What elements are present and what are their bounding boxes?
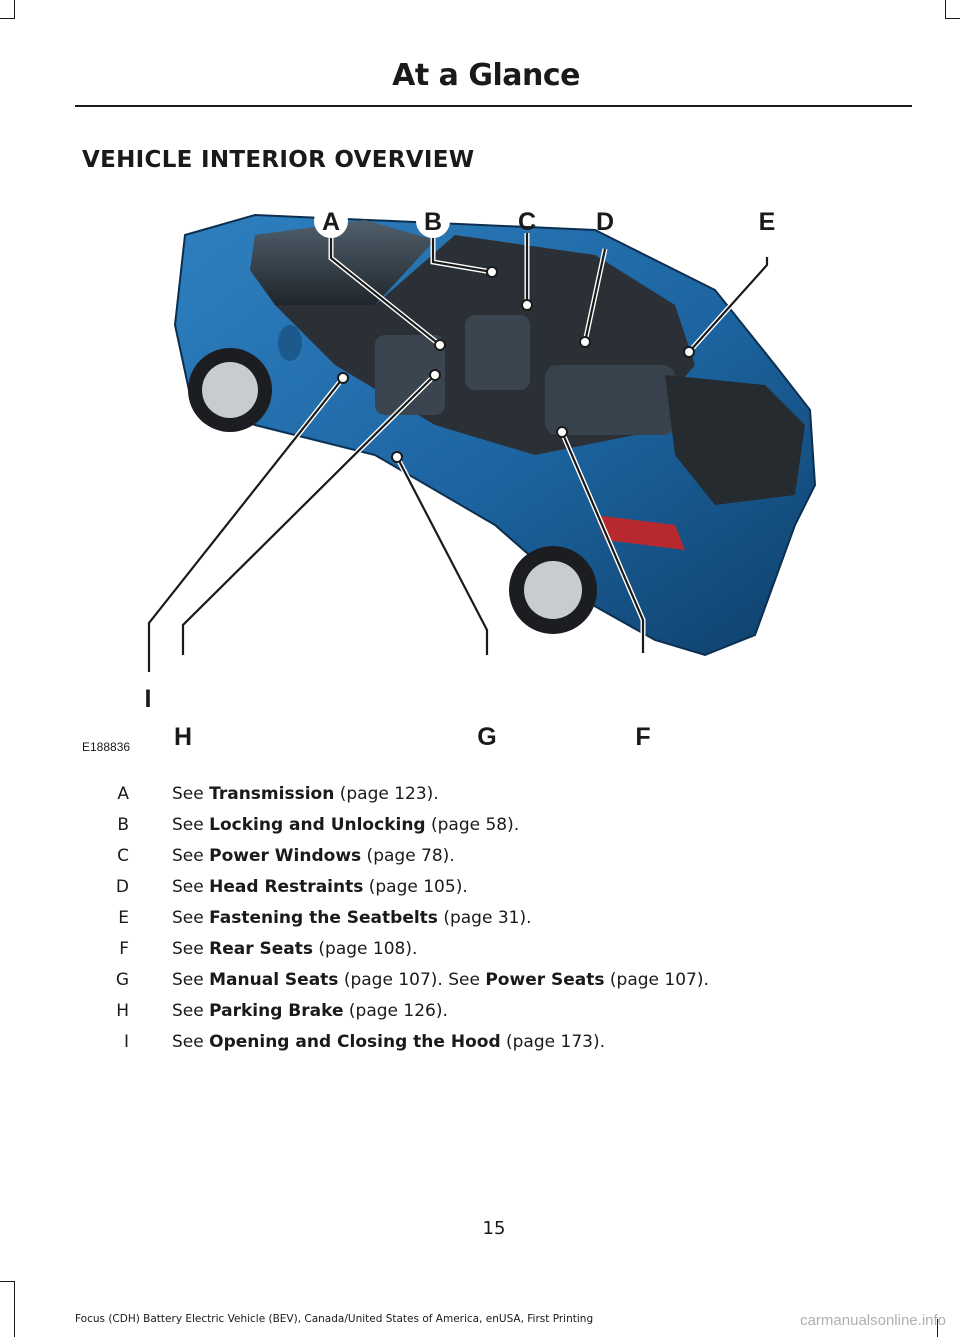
legend-link[interactable]: Rear Seats: [209, 939, 314, 959]
cargo-area: [665, 375, 805, 505]
crop-mark: [0, 18, 15, 19]
legend-link[interactable]: Head Restraints: [209, 877, 364, 897]
legend-page-ref: (page 107). See: [338, 970, 486, 990]
legend-row: G See Manual Seats (page 107). See Power…: [100, 970, 880, 1001]
callout-H: H: [174, 723, 192, 751]
callout-dot: [337, 266, 695, 463]
legend-link[interactable]: Fastening the Seatbelts: [209, 908, 438, 928]
legend-prefix: See: [172, 815, 210, 835]
callout-B: B: [424, 208, 442, 236]
legend-row: I See Opening and Closing the Hood (page…: [100, 1032, 880, 1063]
legend-letter: D: [115, 877, 129, 897]
legend-page-ref: (page 107).: [604, 970, 709, 990]
legend-text: See Fastening the Seatbelts (page 31).: [172, 908, 532, 928]
legend-letter: B: [117, 815, 129, 835]
legend-prefix: See: [172, 939, 210, 959]
legend-page-ref: (page 123).: [334, 784, 439, 804]
legend-letter: F: [119, 939, 129, 959]
vehicle-interior-figure: A B C D E F G H I: [75, 195, 912, 760]
rear-wheel-rim: [524, 561, 582, 619]
legend-text: See Opening and Closing the Hood (page 1…: [172, 1032, 605, 1052]
callout-E: E: [759, 208, 776, 236]
section-heading: VEHICLE INTERIOR OVERVIEW: [82, 147, 475, 173]
legend-row: E See Fastening the Seatbelts (page 31).: [100, 908, 880, 939]
legend-text: See Head Restraints (page 105).: [172, 877, 468, 897]
legend-text: See Manual Seats (page 107). See Power S…: [172, 970, 709, 990]
legend-row: B See Locking and Unlocking (page 58).: [100, 815, 880, 846]
callout-A: A: [322, 208, 340, 236]
windshield: [250, 220, 435, 305]
legend-page-ref: (page 108).: [313, 939, 418, 959]
legend-prefix: See: [172, 784, 210, 804]
watermark: carmanualsonline.info: [800, 1312, 946, 1329]
legend-prefix: See: [172, 877, 210, 897]
crop-mark: [14, 1282, 15, 1337]
legend-text: See Transmission (page 123).: [172, 784, 439, 804]
legend-link[interactable]: Locking and Unlocking: [209, 815, 426, 835]
legend-link[interactable]: Power Windows: [209, 846, 362, 866]
legend-text: See Power Windows (page 78).: [172, 846, 455, 866]
figure-id: E188836: [82, 740, 131, 754]
legend-prefix: See: [172, 846, 210, 866]
crop-mark: [945, 18, 960, 19]
callout-legend: A See Transmission (page 123). B See Loc…: [100, 784, 880, 1063]
legend-prefix: See: [172, 1001, 210, 1021]
legend-page-ref: (page 78).: [361, 846, 455, 866]
front-wheel-rim: [202, 362, 258, 418]
legend-page-ref: (page 31).: [437, 908, 532, 928]
legend-text: See Parking Brake (page 126).: [172, 1001, 448, 1021]
legend-letter: I: [123, 1032, 129, 1052]
callout-F: F: [635, 723, 650, 751]
front-seat: [375, 335, 445, 415]
legend-page-ref: (page 105).: [363, 877, 468, 897]
crop-mark: [937, 1319, 938, 1337]
legend-link[interactable]: Transmission: [209, 784, 335, 804]
taillight: [595, 515, 685, 550]
legend-link[interactable]: Opening and Closing the Hood: [209, 1032, 501, 1052]
callout-D: D: [596, 208, 614, 236]
legend-row: C See Power Windows (page 78).: [100, 846, 880, 877]
legend-prefix: See: [172, 1032, 210, 1052]
legend-page-ref: (page 58).: [425, 815, 520, 835]
legend-row: A See Transmission (page 123).: [100, 784, 880, 815]
page-header-title: At a Glance: [392, 58, 580, 93]
rear-seat: [545, 365, 675, 435]
callout-G: G: [477, 723, 496, 751]
front-seat: [465, 315, 530, 390]
legend-link[interactable]: Parking Brake: [209, 1001, 344, 1021]
legend-prefix: See: [172, 970, 210, 990]
callout-I: I: [145, 685, 152, 713]
legend-link[interactable]: Manual Seats: [209, 970, 339, 990]
leader-line: [147, 233, 769, 672]
legend-letter: E: [118, 908, 129, 928]
header-rule: [75, 105, 912, 107]
callout-C: C: [518, 208, 536, 236]
legend-letter: A: [117, 784, 129, 804]
legend-text: See Locking and Unlocking (page 58).: [172, 815, 519, 835]
legend-row: H See Parking Brake (page 126).: [100, 1001, 880, 1032]
vehicle-illustration: A B C D E F G H I: [145, 204, 817, 751]
legend-letter: C: [117, 846, 129, 866]
legend-link[interactable]: Power Seats: [485, 970, 605, 990]
legend-letter: H: [116, 1001, 129, 1021]
crop-mark: [0, 1281, 15, 1282]
crop-mark: [945, 0, 946, 18]
footer-text: Focus (CDH) Battery Electric Vehicle (BE…: [75, 1313, 594, 1325]
crop-mark: [14, 0, 15, 18]
legend-row: D See Head Restraints (page 105).: [100, 877, 880, 908]
legend-page-ref: (page 126).: [343, 1001, 448, 1021]
legend-page-ref: (page 173).: [500, 1032, 605, 1052]
legend-prefix: See: [172, 908, 210, 928]
side-mirror: [278, 325, 302, 361]
legend-row: F See Rear Seats (page 108).: [100, 939, 880, 970]
legend-text: See Rear Seats (page 108).: [172, 939, 417, 959]
page-number: 15: [482, 1218, 506, 1239]
legend-letter: G: [115, 970, 129, 990]
